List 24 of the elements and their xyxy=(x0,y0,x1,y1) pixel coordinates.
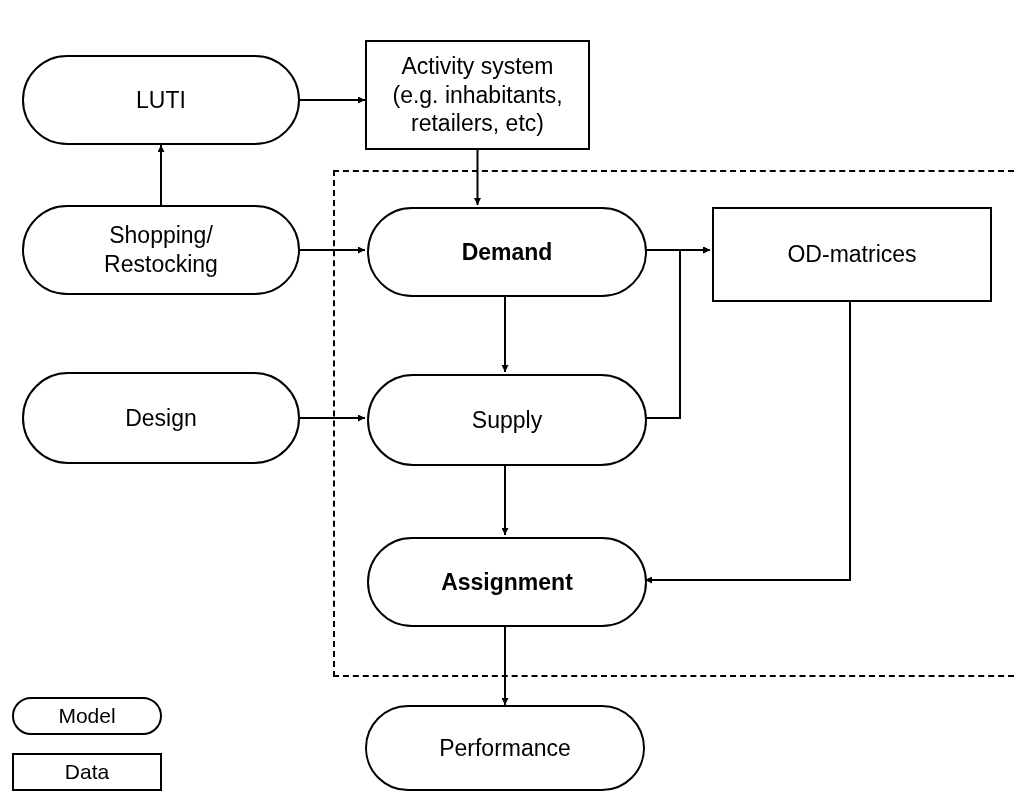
node-label: Assignment xyxy=(440,567,574,597)
data-box xyxy=(365,40,590,150)
data-box xyxy=(712,207,992,302)
node-label: OD-matrices xyxy=(786,240,918,269)
node-label: Shopping/ Restocking xyxy=(103,221,219,279)
legend-item: Model xyxy=(12,697,162,735)
arrow xyxy=(299,96,366,104)
arrow xyxy=(157,144,165,206)
arrow xyxy=(299,414,366,422)
node-label: Activity system (e.g. inhabitants, retailers, etc) xyxy=(391,51,564,139)
legend-item: Data xyxy=(12,753,162,791)
arrow xyxy=(474,149,481,206)
arrow xyxy=(501,624,509,706)
node-label: LUTI xyxy=(135,85,187,115)
node-label: Supply xyxy=(470,405,544,435)
arrow xyxy=(644,246,711,419)
arrow xyxy=(644,299,851,584)
arrow xyxy=(299,246,366,254)
arrow xyxy=(501,463,509,536)
node-label: Design xyxy=(124,403,198,433)
arrow xyxy=(501,294,509,373)
node-label: Demand xyxy=(460,237,554,267)
node-label: Performance xyxy=(438,733,572,763)
dashed-region xyxy=(333,170,1014,677)
